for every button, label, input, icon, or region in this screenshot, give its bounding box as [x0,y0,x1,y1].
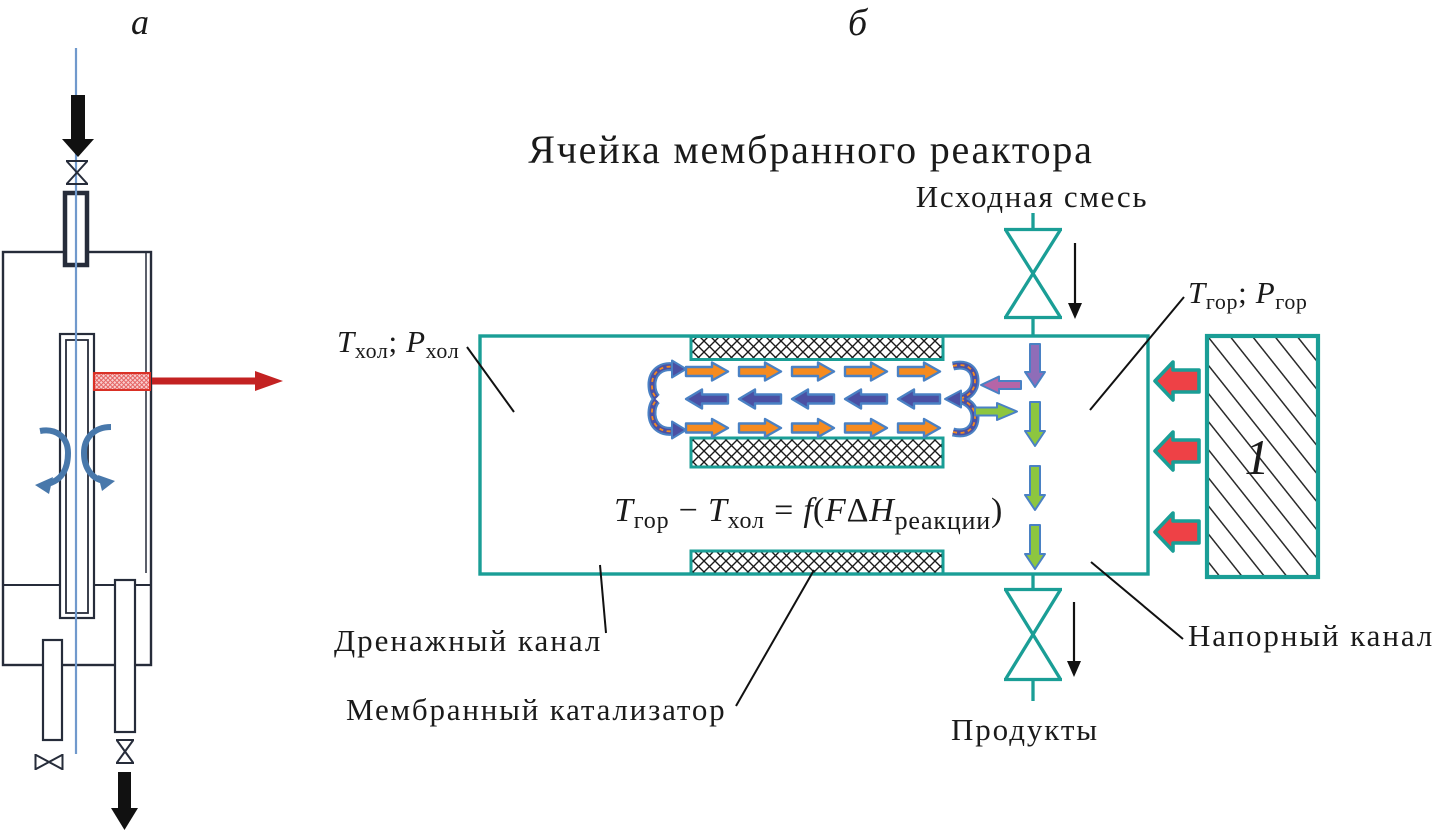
svg-text:Tхол; Pхол: Tхол; Pхол [337,324,459,363]
svg-text:a: a [131,2,149,42]
svg-text:Исходная смесь: Исходная смесь [916,179,1148,214]
svg-text:б: б [848,2,869,44]
svg-text:Напорный канал: Напорный канал [1188,618,1434,653]
svg-text:Tгор; Pгор: Tгор; Pгор [1188,275,1308,314]
svg-text:Мембранный катализатор: Мембранный катализатор [346,692,726,727]
svg-text:Tгор − Tхол = f(FΔHреакции): Tгор − Tхол = f(FΔHреакции) [614,492,1003,535]
svg-text:Дренажный канал: Дренажный канал [334,623,602,658]
svg-text:Продукты: Продукты [951,712,1099,747]
svg-text:Ячейка мембранного реактора: Ячейка мембранного реактора [528,127,1093,172]
svg-text:1: 1 [1245,429,1270,485]
